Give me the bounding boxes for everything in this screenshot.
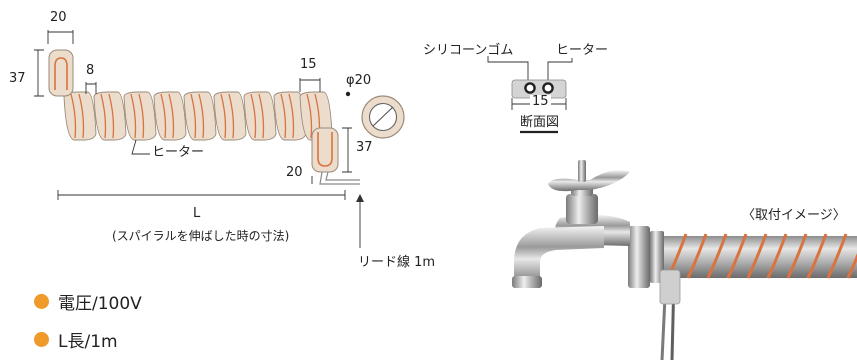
dim-right-height-line <box>342 127 352 173</box>
spec-bullet <box>34 332 49 347</box>
cross-section-caption: 断面図 <box>520 115 560 130</box>
dim-top-height: 37 <box>9 71 26 86</box>
pipe-spiral-turn <box>706 233 728 279</box>
dim-right-width2: 20 <box>286 165 303 180</box>
pipe-spiral-turn <box>686 233 708 279</box>
pipe-collar <box>650 231 664 283</box>
pipe-cross-section <box>345 91 405 139</box>
dim-pitch: 8 <box>86 63 95 78</box>
pipe-spiral-turn <box>766 233 788 279</box>
dim-length-line <box>57 190 346 200</box>
dim-top-width: 20 <box>50 10 67 25</box>
cross-section-heater-label: ヒーター <box>556 43 609 58</box>
dim-diameter: φ20 <box>346 73 372 88</box>
pipe-heater-spiral <box>666 233 857 279</box>
length-symbol: L <box>193 206 201 221</box>
lead-leader-arrow <box>356 194 364 202</box>
faucet-spout <box>514 226 604 286</box>
handle-screw <box>578 160 586 182</box>
cross-section-width: 15 <box>530 94 551 109</box>
coil-loop <box>213 91 247 141</box>
pipe-spiral-turn <box>786 233 808 279</box>
pipe-spiral-turn <box>846 253 857 279</box>
lead-wire-boot <box>659 269 681 305</box>
coil-loop <box>123 91 157 141</box>
spec-length-text: L長/1m <box>58 332 118 352</box>
faucet-stem <box>566 194 598 224</box>
spec-length: L長/1m <box>34 327 118 352</box>
spec-voltage-text: 電圧/100V <box>58 294 142 314</box>
spiral-heater <box>48 49 360 185</box>
heater-wire-right <box>542 82 554 94</box>
heater-wire-left <box>524 82 536 94</box>
silicone-rubber-label: シリコーンゴム <box>423 43 514 58</box>
heater-leader <box>131 139 150 155</box>
dim-right-height: 37 <box>356 140 373 155</box>
install-image-caption: 〈取付イメージ〉 <box>742 208 846 223</box>
coil-loop <box>93 91 127 141</box>
top-end-heater-line <box>54 57 68 90</box>
spec-bullet <box>34 294 49 309</box>
dim-top-height-line <box>34 49 44 97</box>
lead-wire-2 <box>325 171 360 181</box>
coil-loop <box>63 91 97 141</box>
right-end-heater-line <box>317 132 333 167</box>
spec-voltage: 電圧/100V <box>34 289 142 314</box>
heater-leader-2 <box>547 58 573 80</box>
pipe-spiral-turn <box>746 233 768 279</box>
pipe-spiral-turn <box>826 233 848 279</box>
heater-label: ヒーター <box>152 145 205 160</box>
installation-image <box>512 160 857 361</box>
pipe-nut <box>628 226 650 288</box>
coil-loop <box>183 91 217 141</box>
top-end-tab <box>48 49 74 97</box>
coil-loop <box>243 91 277 141</box>
spout-tip <box>512 276 542 288</box>
coil-loop <box>153 91 187 141</box>
diameter-dot <box>345 91 351 97</box>
dim-right-width: 15 <box>300 57 317 72</box>
lead-wire <box>319 171 360 185</box>
dim-pitch-line <box>85 82 97 94</box>
pipe-spiral-turn <box>806 233 828 279</box>
dim-top-width-line <box>47 30 74 44</box>
lead-wire-label: リード線 1m <box>358 255 436 270</box>
coil-loops <box>63 91 333 141</box>
silicone-leader <box>487 56 529 80</box>
dimension-lines <box>34 30 361 248</box>
dim-right-width-line <box>299 78 321 92</box>
length-note: (スパイラルを伸ばした時の寸法) <box>112 229 290 243</box>
faucet-handle <box>548 170 630 192</box>
pipe-hatch <box>372 106 394 127</box>
pipe-spiral-turn <box>726 233 748 279</box>
